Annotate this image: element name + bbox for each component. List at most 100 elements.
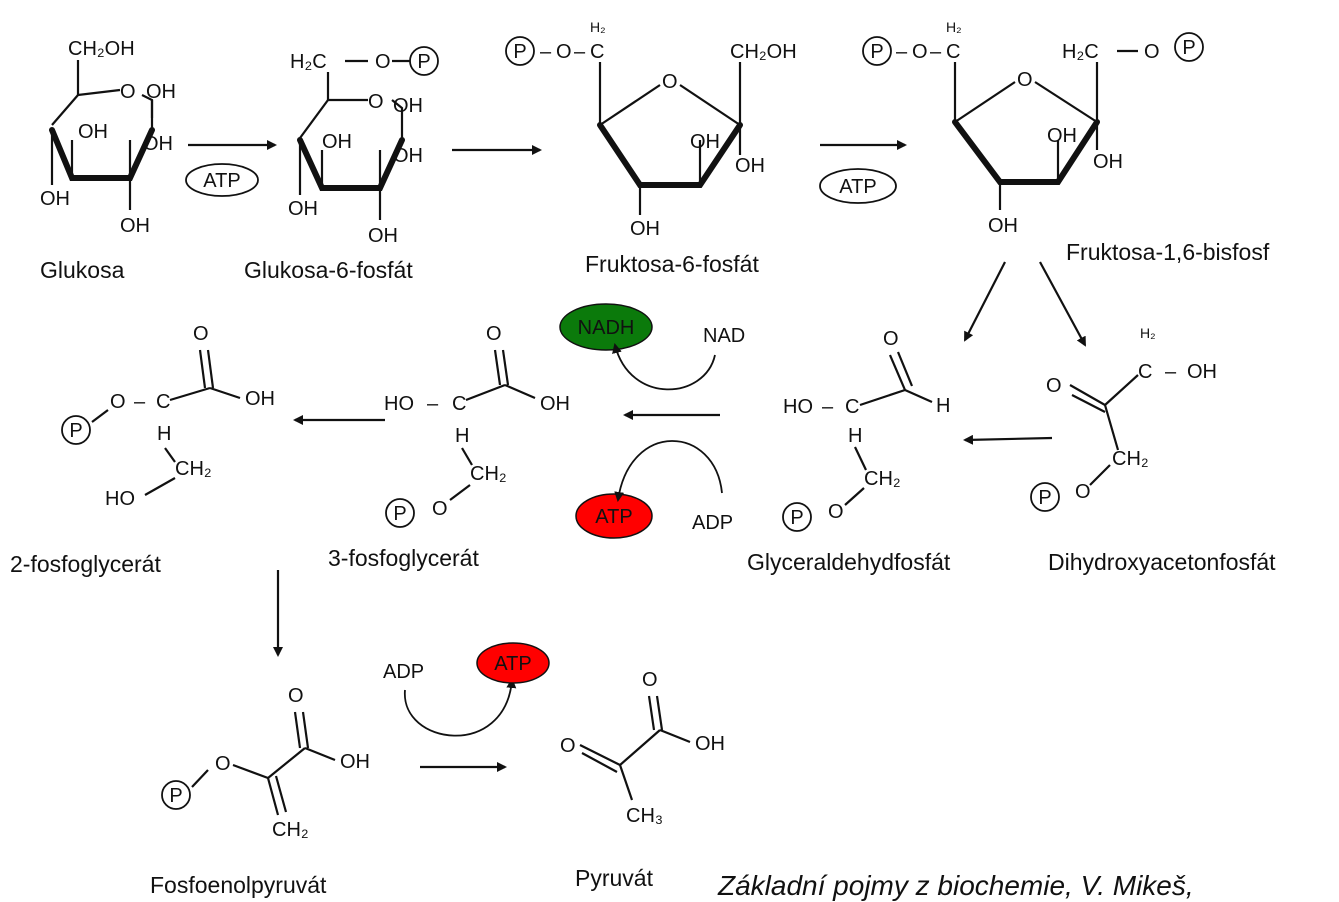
pg2-c-label: C xyxy=(156,391,170,413)
pg3-oh-label: OH xyxy=(540,393,570,415)
atp-red-oval xyxy=(476,642,550,684)
atp-label: ATP xyxy=(839,176,876,198)
pyr-oh-label: OH xyxy=(695,733,725,755)
atp-red-label: ATP xyxy=(494,653,531,675)
g6p-oh4-label: OH xyxy=(322,131,352,153)
pg3-ch2-label: CH₂ xyxy=(470,463,507,485)
pep-ch2-label: CH₂ xyxy=(272,819,309,841)
dhap-oh-label: OH xyxy=(1187,361,1217,383)
phosphate-circle xyxy=(862,36,892,66)
phosphate-circle xyxy=(385,498,415,528)
f6p-name: Fruktosa-6-fosfát xyxy=(585,251,759,277)
gap-dash-label: – xyxy=(822,396,834,418)
f6p-oh3-label: OH xyxy=(630,218,660,240)
nadh-label: NADH xyxy=(578,317,635,339)
glucose-oh1-label: OH xyxy=(146,81,176,103)
pyr-name: Pyruvát xyxy=(575,865,654,891)
pg2-oh-label: OH xyxy=(245,388,275,410)
dhap-c-label: C xyxy=(1138,361,1152,383)
f6p-dash-label: – xyxy=(540,41,552,63)
phosphate-circle xyxy=(505,36,535,66)
adp-label: ADP xyxy=(692,512,733,534)
2-phosphoglycerate-structure: O OH O – C P H CH₂ HO 2-fosfoglycerát xyxy=(10,323,275,577)
pep-o2-label: O xyxy=(215,753,231,775)
pyr-o-label: O xyxy=(642,669,658,691)
atp-red-oval xyxy=(575,493,653,539)
fbp-oh-label: OH xyxy=(1047,125,1077,147)
adp-phosphorylation-curve xyxy=(614,440,723,502)
f6p-oh2-label: OH xyxy=(735,155,765,177)
nad-reduction-curve xyxy=(612,343,716,391)
pyr-ch3-label: CH₃ xyxy=(626,805,663,827)
pg2-p-label: P xyxy=(69,420,82,442)
glucose-oh4-label: OH xyxy=(78,121,108,143)
pg2-dash-label: – xyxy=(134,391,146,413)
f6p-p-label: P xyxy=(513,41,526,63)
fbp-name: Fruktosa-1,6-bisfosf xyxy=(1066,239,1270,265)
pyruvate-kinase-step: ADP ATP xyxy=(383,642,550,772)
g6p-o-label: O xyxy=(375,51,391,73)
phosphate-circle xyxy=(1030,482,1060,512)
g6p-oh-bottom-label: OH xyxy=(368,225,398,247)
pg2-ch2-label: CH₂ xyxy=(175,458,212,480)
dhap-h2-label: H₂ xyxy=(1140,325,1156,341)
glucose-ring-o-label: O xyxy=(120,81,136,103)
hexokinase-step: ATP xyxy=(185,140,277,197)
atp-oval xyxy=(819,168,897,204)
glucose-6-phosphate-structure: H₂C O P O OH OH OH OH OH Glukosa-6-fosfá… xyxy=(244,46,439,283)
gap-h2-label: H xyxy=(848,425,862,447)
pg2-o2-label: O xyxy=(110,391,126,413)
gap-ho-label: HO xyxy=(783,396,813,418)
fbp-p1-label: P xyxy=(870,41,883,63)
fructose-1-6-bisphosphate-structure: P – O – C H₂ H₂C O P O OH OH OH Fruktosa… xyxy=(862,19,1270,265)
pyruvate-structure: O OH O CH₃ Pyruvát xyxy=(560,669,725,891)
f6p-h2-label: H₂ xyxy=(590,19,606,35)
g6p-p-label: P xyxy=(417,51,430,73)
g6p-ring-o-label: O xyxy=(368,91,384,113)
fructose-6-phosphate-structure: P – O – C H₂ CH₂OH O OH OH OH Fruktosa-6… xyxy=(505,19,797,277)
pg2-h-label: H xyxy=(157,423,171,445)
g6p-oh3-label: OH xyxy=(288,198,318,220)
g6p-h2c-label: H₂C xyxy=(290,51,327,73)
glucose-oh-bottom-label: OH xyxy=(120,215,150,237)
phosphate-circle xyxy=(161,780,191,810)
fbp-dash-label: – xyxy=(896,41,908,63)
dhap-name: Dihydroxyacetonfosfát xyxy=(1048,549,1276,575)
glyceraldehyde-phosphate-structure: O H HO – C H CH₂ O P Glyceraldehydfosfát xyxy=(747,328,951,575)
fbp-c-label: C xyxy=(946,41,960,63)
pg3-p-label: P xyxy=(393,503,406,525)
fbp-ring-o-label: O xyxy=(1017,69,1033,91)
fbp-h2-label: H₂ xyxy=(946,19,962,35)
pep-oh-label: OH xyxy=(340,751,370,773)
pep-p-label: P xyxy=(169,785,182,807)
gap-o-label: O xyxy=(883,328,899,350)
pg2-ho-label: HO xyxy=(105,488,135,510)
pg3-c-label: C xyxy=(452,393,466,415)
g6p-oh2-label: OH xyxy=(393,145,423,167)
3-phosphoglycerate-structure: O OH HO – C H CH₂ O P 3-fosfoglycerát xyxy=(328,323,570,571)
gapdh-pgk-step: NADH NAD ATP ADP xyxy=(559,303,745,539)
isomerase-arrow xyxy=(963,434,1053,445)
glucose-name: Glukosa xyxy=(40,257,125,283)
f6p-ring-o-label: O xyxy=(662,71,678,93)
phosphate-circle xyxy=(782,502,812,532)
gap-c-label: C xyxy=(845,396,859,418)
fbp-p2-label: P xyxy=(1182,37,1195,59)
glucose-ch2oh-label: CH₂OH xyxy=(68,38,135,60)
pg2-name: 2-fosfoglycerát xyxy=(10,551,161,577)
adp-label: ADP xyxy=(383,661,424,683)
aldolase-arrow-dhap xyxy=(1039,261,1086,347)
f6p-dash2-label: – xyxy=(574,41,586,63)
dhap-o-label: O xyxy=(1046,375,1062,397)
gap-ch2-label: CH₂ xyxy=(864,468,901,490)
gap-name: Glyceraldehydfosfát xyxy=(747,549,951,575)
glucose-oh3-label: OH xyxy=(40,188,70,210)
glucose-oh2-label: OH xyxy=(143,133,173,155)
atp-oval xyxy=(185,163,259,197)
pep-name: Fosfoenolpyruvát xyxy=(150,872,327,898)
dhap-o2-label: O xyxy=(1075,481,1091,503)
f6p-ch2oh-label: CH₂OH xyxy=(730,41,797,63)
f6p-c-label: C xyxy=(590,41,604,63)
gap-h-label: H xyxy=(936,395,950,417)
